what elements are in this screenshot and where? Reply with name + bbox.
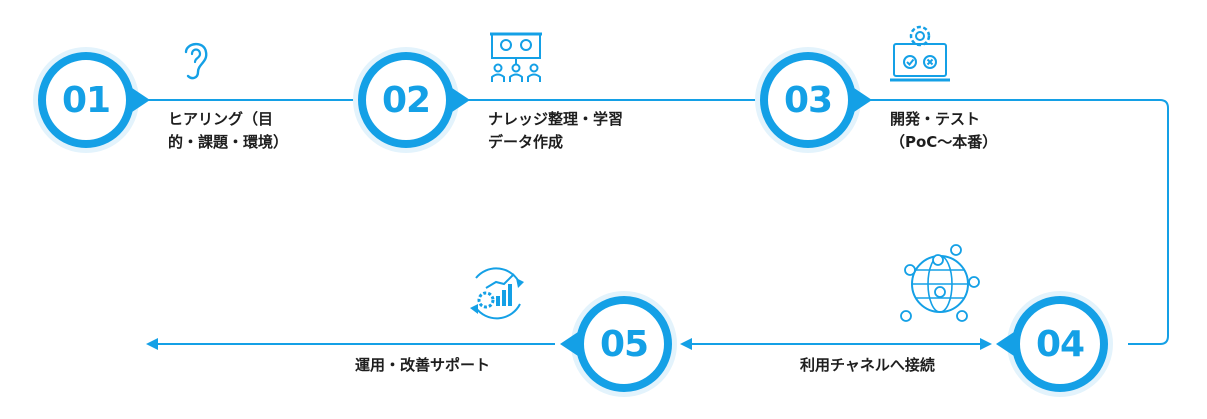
ear-icon bbox=[184, 42, 208, 80]
growth-cycle-icon bbox=[470, 267, 524, 320]
step-05-number: 05 bbox=[599, 323, 649, 365]
step-01-circle: 01 bbox=[38, 52, 150, 148]
step-03-number: 03 bbox=[783, 79, 833, 121]
laptop-gear-icon bbox=[890, 25, 950, 82]
step-02-number: 02 bbox=[381, 79, 431, 121]
step-04-number: 04 bbox=[1035, 323, 1085, 365]
step-04-label: 利用チャネルへ接続 bbox=[800, 356, 935, 374]
step-03-label: 開発・テスト （PoC〜本番） bbox=[890, 110, 998, 151]
step-04-circle: 04 bbox=[996, 296, 1108, 392]
global-network-icon bbox=[900, 244, 980, 322]
step-03-circle: 03 bbox=[760, 52, 872, 148]
step-02-circle: 02 bbox=[358, 52, 470, 148]
step-01-label: ヒアリング（目 的・課題・環境） bbox=[168, 110, 289, 151]
step-05-circle: 05 bbox=[560, 296, 672, 392]
presentation-team-icon bbox=[490, 32, 542, 82]
step-02-label: ナレッジ整理・学習 データ作成 bbox=[488, 110, 624, 151]
step-05-label: 運用・改善サポート bbox=[355, 356, 491, 374]
step-01-number: 01 bbox=[61, 79, 111, 121]
